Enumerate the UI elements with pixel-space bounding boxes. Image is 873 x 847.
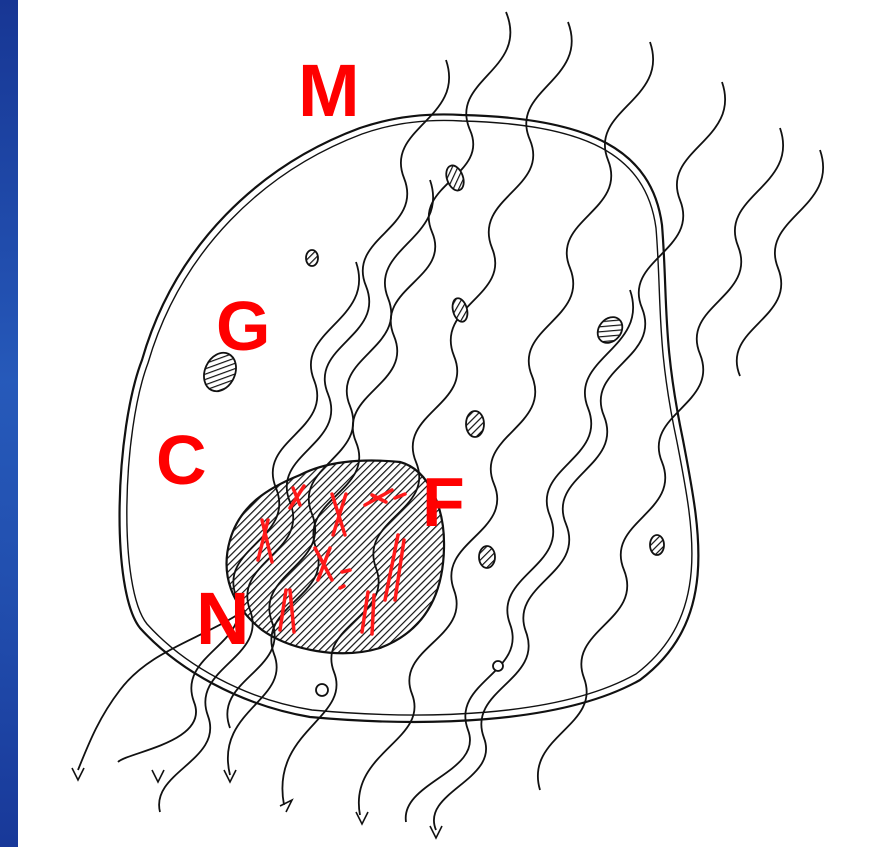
label-nucleus: N xyxy=(196,577,249,660)
vacuole xyxy=(316,684,328,696)
granule xyxy=(450,297,470,324)
fiber-arrowheads xyxy=(72,768,442,838)
label-granule: G xyxy=(216,287,270,365)
granule xyxy=(479,546,495,568)
granule xyxy=(466,411,484,437)
label-fiber: F xyxy=(422,463,465,541)
label-membrane: M xyxy=(298,49,360,132)
slide-side-stripe xyxy=(0,0,18,847)
granule xyxy=(593,312,628,348)
label-cytoplasm: C xyxy=(156,421,207,499)
vacuole xyxy=(493,661,503,671)
cell-diagram: M G C F N xyxy=(18,0,873,847)
granule xyxy=(306,250,318,266)
granule xyxy=(650,535,664,555)
